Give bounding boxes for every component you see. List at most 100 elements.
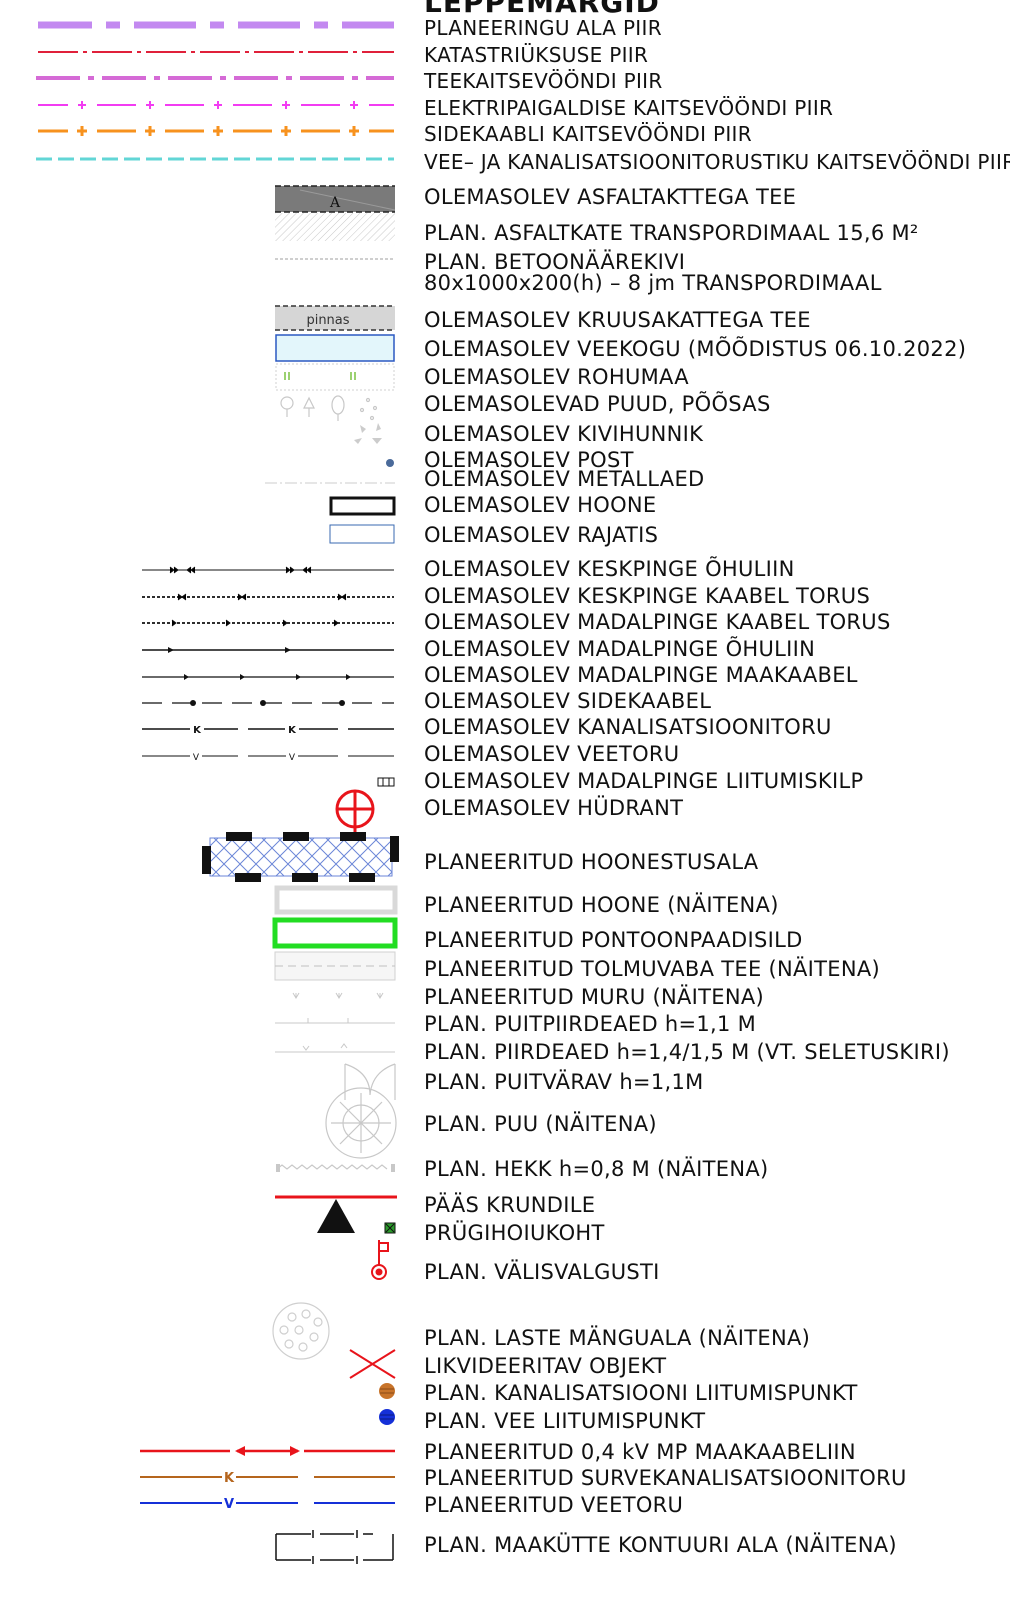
existing-lv-cable-in-pipe-symbol: [142, 619, 394, 627]
planned-pressure-sewer-symbol: K: [140, 1471, 395, 1486]
planned-dustfree-road-symbol: [274, 951, 396, 981]
label-rohumaa: OLEMASOLEV ROHUMAA: [424, 365, 689, 389]
existing-sewer-pipe-symbol: K K: [142, 724, 394, 736]
label-hydrant: OLEMASOLEV HÜDRANT: [424, 796, 684, 820]
planned-building-area-symbol: [202, 832, 399, 882]
waste-storage-icon: [384, 1222, 396, 1234]
label-sidekaabel: OLEMASOLEV SIDEKAABEL: [424, 689, 712, 713]
outdoor-light-icon: [371, 1240, 389, 1280]
electric-protection-zone-line-symbol: [38, 101, 394, 109]
label-survekanal: PLANEERITUD SURVEKANALISATSIOONITORU: [424, 1466, 907, 1490]
label-laste-mangala: PLAN. LASTE MÄNGUALA (NÄITENA): [424, 1326, 811, 1350]
plot-access-icon: [275, 1195, 397, 1233]
existing-water-marker-2: V: [289, 753, 296, 763]
label-betoonaarekivi: PLAN. BETOONÄÄREKIVI 80x1000x200(h) – 8 …: [424, 252, 882, 294]
existing-sewer-marker-2: K: [288, 725, 297, 736]
existing-lv-underground-cable-symbol: [142, 674, 394, 680]
label-asfalt-tee: OLEMASOLEV ASFALTAKTTEGA TEE: [424, 185, 797, 209]
label-tolmuvaba-tee: PLANEERITUD TOLMUVABA TEE (NÄITENA): [424, 957, 881, 981]
planned-pontoon-dock-symbol: [272, 917, 398, 949]
label-vee-kanal-piir: VEE– JA KANALISATSIOONITORUSTIKU KAITSEV…: [424, 150, 1010, 174]
label-kanal-liitumis: PLAN. KANALISATSIOONI LIITUMISPUNKT: [424, 1381, 858, 1405]
planned-lv-underground-cable-symbol: [140, 1446, 395, 1456]
planned-wooden-fence-symbol: [275, 1018, 395, 1024]
label-mp-ohuliin: OLEMASOLEV MADALPINGE ÕHULIIN: [424, 637, 816, 661]
label-hoone: OLEMASOLEV HOONE: [424, 493, 657, 517]
label-kp-ohuliin: OLEMASOLEV KESKPINGE ÕHULIIN: [424, 557, 795, 581]
label-metallaed: OLEMASOLEV METALLAED: [424, 467, 705, 491]
label-kruus-tee: OLEMASOLEV KRUUSAKATTEGA TEE: [424, 308, 811, 332]
label-plan-veetoru: PLANEERITUD VEETORU: [424, 1493, 684, 1517]
label-plan-puu: PLAN. PUU (NÄITENA): [424, 1112, 657, 1136]
label-veekogu: OLEMASOLEV VEEKOGU (MÕÕDISTUS 06.10.2022…: [424, 337, 967, 361]
label-vee-liitumis: PLAN. VEE LIITUMISPUNKT: [424, 1409, 706, 1433]
label-mp-maakaabel: OLEMASOLEV MADALPINGE MAAKAABEL: [424, 663, 858, 687]
label-rajatis: OLEMASOLEV RAJATIS: [424, 523, 659, 547]
label-kp-kaabel: OLEMASOLEV KESKPINGE KAABEL TORUS: [424, 584, 871, 608]
label-muru: PLANEERITUD MURU (NÄITENA): [424, 985, 765, 1009]
planned-tree-icon: [325, 1087, 397, 1159]
label-piirdeaed: PLAN. PIIRDEAED h=1,4/1,5 M (VT. SELETUS…: [424, 1040, 950, 1064]
existing-sewer-marker-1: K: [193, 725, 202, 736]
planned-ground-heating-area-symbol: [275, 1530, 394, 1564]
label-teekaitsevoondi-piir: TEEKAITSEVÖÖNDI PIIR: [424, 69, 663, 93]
label-hekk: PLAN. HEKK h=0,8 M (NÄITENA): [424, 1157, 769, 1181]
planned-hedge-symbol: [276, 1164, 395, 1172]
label-mp-kaabel: OLEMASOLEV MADALPINGE KAABEL TORUS: [424, 610, 891, 634]
label-katastriyksuse-piir: KATASTRIÜKSUSE PIIR: [424, 43, 649, 67]
water-connection-point-icon: [379, 1409, 395, 1425]
existing-trees-bushes-icon: [280, 395, 378, 421]
gravel-symbol-text: pinnas: [306, 313, 349, 328]
planned-water-marker: V: [224, 1497, 234, 1512]
existing-stone-pile-icon: [354, 423, 382, 444]
label-puitvarav: PLAN. PUITVÄRAV h=1,1M: [424, 1070, 704, 1094]
existing-hydrant-icon: [335, 789, 375, 832]
existing-water-pipe-symbol: V V: [142, 751, 394, 763]
existing-asphalt-road-symbol: A: [275, 185, 396, 213]
planned-asphalt-symbol: [275, 213, 395, 241]
label-veetoru: OLEMASOLEV VEETORU: [424, 742, 680, 766]
label-planeeringu-ala-piir: PLANEERINGU ALA PIIR: [424, 16, 662, 40]
sewer-connection-point-icon: [379, 1383, 395, 1399]
label-plan-asfalt: PLAN. ASFALTKATE TRANSPORDIMAAL 15,6 M²: [424, 221, 919, 245]
existing-waterbody-symbol: [275, 334, 395, 362]
telecom-protection-zone-line-symbol: [38, 126, 394, 136]
planned-water-pipe-symbol: V: [140, 1497, 395, 1512]
label-paas: PÄÄS KRUNDILE: [424, 1193, 596, 1217]
existing-structure-symbol: [329, 524, 395, 544]
label-likvideeritav: LIKVIDEERITAV OBJEKT: [424, 1354, 667, 1378]
planned-sewer-marker: K: [224, 1471, 235, 1486]
asphalt-symbol-letter: A: [329, 195, 341, 211]
label-mp-maakaabeliin: PLANEERITUD 0,4 kV MP MAAKAABELIIN: [424, 1440, 856, 1464]
label-liitumiskilp: OLEMASOLEV MADALPINGE LIITUMISKILP: [424, 769, 864, 793]
existing-connection-box-icon: [377, 777, 395, 787]
existing-mv-overhead-line-symbol: [142, 566, 394, 574]
existing-mv-cable-in-pipe-symbol: [142, 593, 394, 601]
label-plan-hoone: PLANEERITUD HOONE (NÄITENA): [424, 893, 779, 917]
legend-title: LEPPEMÄRGID: [424, 0, 660, 19]
label-elektripaigaldise-piir: ELEKTRIPAIGALDISE KAITSEVÖÖNDI PIIR: [424, 96, 834, 120]
label-valisvalgusti: PLAN. VÄLISVALGUSTI: [424, 1260, 660, 1284]
planned-fence-symbol: [275, 1043, 395, 1053]
existing-post-icon: [386, 459, 394, 467]
existing-gravel-road-symbol: pinnas: [275, 305, 395, 331]
label-kivihunnik: OLEMASOLEV KIVIHUNNIK: [424, 422, 704, 446]
planned-building-symbol: [274, 885, 398, 915]
existing-water-marker-1: V: [193, 753, 200, 763]
label-kanalisatsioonitoru: OLEMASOLEV KANALISATSIOONITORU: [424, 715, 832, 739]
label-pontoon: PLANEERITUD PONTOONPAADISILD: [424, 928, 803, 952]
label-sidekaabli-piir: SIDEKAABLI KAITSEVÖÖNDI PIIR: [424, 122, 752, 146]
planned-lawn-symbol: [292, 992, 384, 999]
label-maakytte: PLAN. MAAKÜTTE KONTUURI ALA (NÄITENA): [424, 1533, 897, 1557]
label-puud: OLEMASOLEVAD PUUD, PÕÕSAS: [424, 392, 771, 416]
playground-icon: [272, 1302, 330, 1360]
label-betoonaarekivi-line1: PLAN. BETOONÄÄREKIVI: [424, 250, 686, 274]
planned-wooden-gate-icon: [344, 1063, 396, 1100]
existing-grassland-symbol: [275, 363, 395, 391]
label-hoonestusala: PLANEERITUD HOONESTUSALA: [424, 850, 759, 874]
existing-lv-overhead-line-symbol: [142, 647, 394, 653]
existing-telecom-cable-symbol: [142, 700, 394, 706]
label-puitpiirdeaed: PLAN. PUITPIIRDEAED h=1,1 M: [424, 1012, 757, 1036]
label-post: OLEMASOLEV POST: [424, 448, 634, 472]
